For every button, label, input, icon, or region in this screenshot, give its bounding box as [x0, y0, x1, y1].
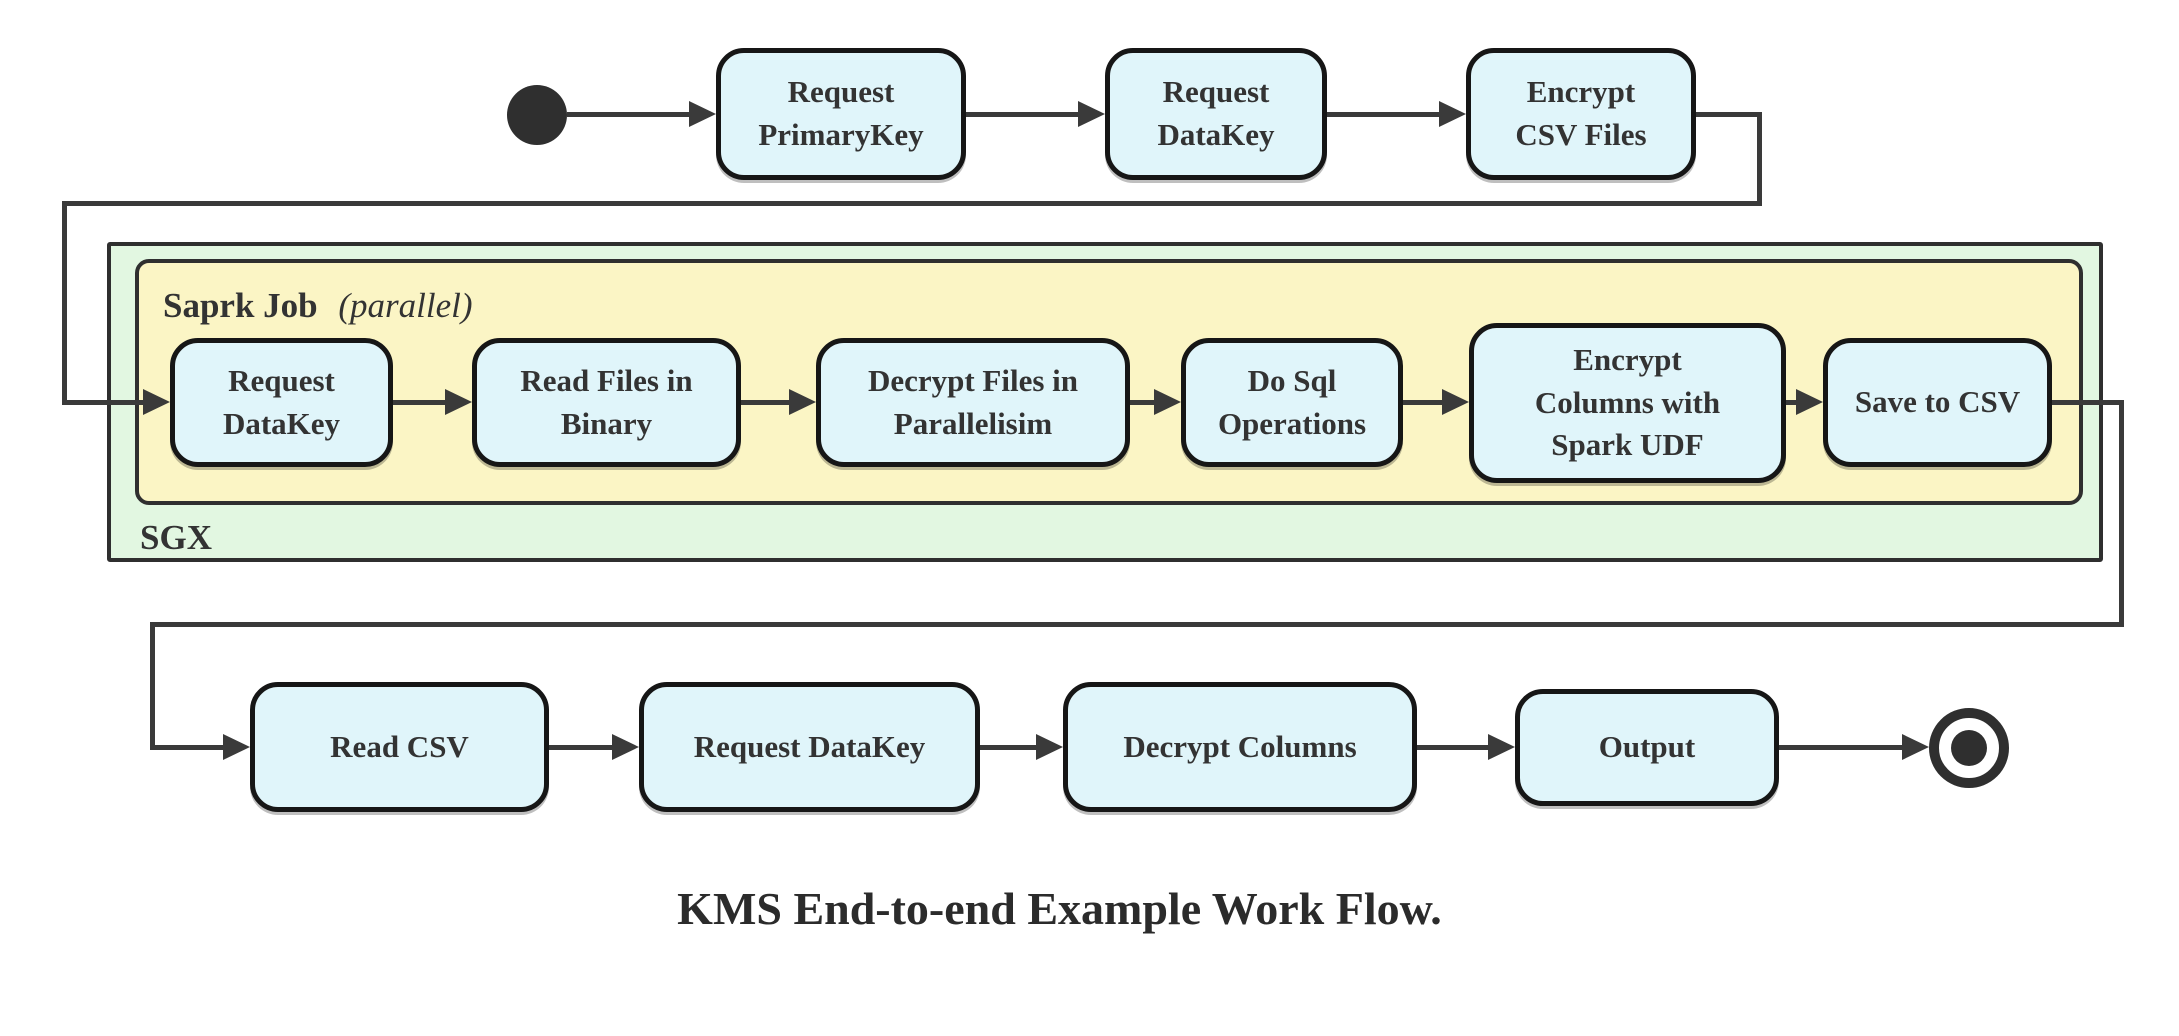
node-encrypt-columns-with-spark-udf: Encrypt Columns with Spark UDF [1469, 323, 1786, 483]
flow-line [2119, 400, 2124, 627]
flow-line [150, 745, 225, 750]
start-node-icon [507, 85, 567, 145]
node-decrypt-columns: Decrypt Columns [1063, 682, 1417, 812]
end-node-icon [1929, 708, 2009, 788]
flow-line [62, 201, 1762, 206]
right-arrowhead-icon [445, 389, 472, 415]
right-arrowhead-icon [1439, 101, 1466, 127]
node-request-datakey-top: Request DataKey [1105, 48, 1327, 180]
flow-line [1779, 745, 1904, 750]
diagram-caption: KMS End-to-end Example Work Flow. [677, 883, 1442, 934]
spark-job-label-bold: Saprk Job [163, 286, 318, 325]
flow-line [1327, 112, 1440, 117]
node-do-sql-operations: Do Sql Operations [1181, 338, 1403, 467]
right-arrowhead-icon [1078, 101, 1105, 127]
right-arrowhead-icon [223, 734, 250, 760]
flow-line [1403, 400, 1445, 405]
flow-line [1130, 400, 1158, 405]
spark-job-label: Saprk Job (parallel) [163, 286, 473, 326]
sgx-label: SGX [140, 518, 212, 557]
flow-line [549, 745, 613, 750]
right-arrowhead-icon [789, 389, 816, 415]
flow-line [62, 201, 67, 403]
spark-job-label-parallel: (parallel) [338, 286, 473, 325]
flow-line [741, 400, 792, 405]
node-decrypt-files-in-parallelisim: Decrypt Files in Parallelisim [816, 338, 1130, 467]
flow-line [1757, 112, 1762, 206]
node-request-datakey-bottom: Request DataKey [639, 682, 980, 812]
flow-line [150, 622, 2124, 627]
right-arrowhead-icon [1036, 734, 1063, 760]
node-save-to-csv: Save to CSV [1823, 338, 2052, 467]
node-read-csv: Read CSV [250, 682, 549, 812]
flow-line [1417, 745, 1490, 750]
flow-line [980, 745, 1038, 750]
flow-line [62, 400, 144, 405]
right-arrowhead-icon [1796, 389, 1823, 415]
right-arrowhead-icon [143, 389, 170, 415]
flow-line [1786, 400, 1800, 405]
flow-line [150, 622, 155, 748]
right-arrowhead-icon [689, 101, 716, 127]
right-arrowhead-icon [1154, 389, 1181, 415]
right-arrowhead-icon [612, 734, 639, 760]
right-arrowhead-icon [1488, 734, 1515, 760]
node-sgx-request-datakey: Request DataKey [170, 338, 393, 467]
flow-line [393, 400, 448, 405]
end-node-inner-dot [1951, 730, 1987, 766]
right-arrowhead-icon [1442, 389, 1469, 415]
node-request-primarykey: Request PrimaryKey [716, 48, 966, 180]
node-encrypt-csv-files: Encrypt CSV Files [1466, 48, 1696, 180]
right-arrowhead-icon [1902, 734, 1929, 760]
flow-line [966, 112, 1080, 117]
flow-line [1696, 112, 1762, 117]
node-output: Output [1515, 689, 1779, 806]
flow-line [2052, 400, 2124, 405]
flow-line [567, 112, 692, 117]
node-read-files-in-binary: Read Files in Binary [472, 338, 741, 467]
